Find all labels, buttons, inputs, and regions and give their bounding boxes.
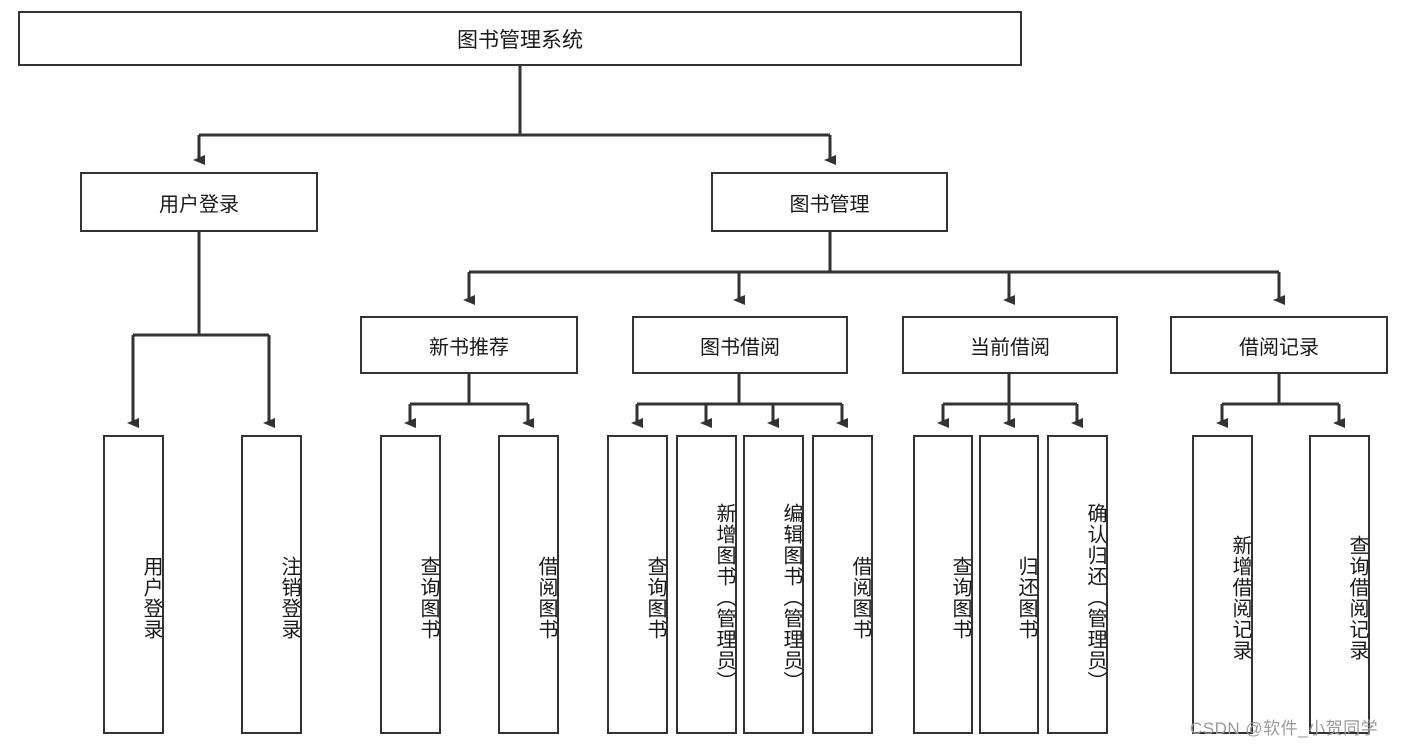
node-current-borrow[interactable]: 当前借阅 (902, 316, 1118, 374)
leaf-user-login-signin[interactable]: 用户登录 (103, 435, 164, 734)
node-book-management[interactable]: 图书管理 (711, 172, 948, 232)
node-label: 归还图书 (1015, 555, 1037, 640)
node-borrow-record[interactable]: 借阅记录 (1170, 316, 1388, 374)
node-label: 用户登录 (159, 193, 239, 216)
leaf-current-query-book[interactable]: 查询图书 (913, 435, 973, 734)
node-label: 查询图书 (417, 555, 439, 640)
node-label: 图书借阅 (700, 336, 780, 359)
node-user-login[interactable]: 用户登录 (80, 172, 318, 232)
leaf-record-query-record[interactable]: 查询借阅记录 (1309, 435, 1370, 734)
node-book-borrow[interactable]: 图书借阅 (632, 316, 848, 374)
node-label: 确认归还（管理员） (1084, 503, 1106, 692)
node-new-book-recommend[interactable]: 新书推荐 (360, 316, 578, 374)
node-label: 注销登录 (278, 555, 300, 640)
leaf-new-book-borrow[interactable]: 借阅图书 (498, 435, 559, 734)
leaf-borrow-add-book-admin[interactable]: 新增图书（管理员） (676, 435, 737, 734)
node-label: 用户登录 (140, 555, 162, 640)
leaf-borrow-borrow-book[interactable]: 借阅图书 (812, 435, 873, 734)
leaf-record-add-record[interactable]: 新增借阅记录 (1192, 435, 1253, 734)
node-label: 编辑图书（管理员） (780, 503, 802, 692)
node-label: 新增借阅记录 (1229, 534, 1251, 661)
leaf-new-book-query[interactable]: 查询图书 (380, 435, 441, 734)
node-label: 查询图书 (949, 555, 971, 640)
leaf-current-return-book[interactable]: 归还图书 (979, 435, 1039, 734)
node-label: 借阅图书 (849, 555, 871, 640)
leaf-user-login-signout[interactable]: 注销登录 (241, 435, 302, 734)
leaf-current-confirm-return-admin[interactable]: 确认归还（管理员） (1047, 435, 1108, 734)
node-label: 新增图书（管理员） (713, 503, 735, 692)
node-label: 借阅记录 (1239, 336, 1319, 359)
node-label: 查询借阅记录 (1346, 534, 1368, 661)
leaf-borrow-query-book[interactable]: 查询图书 (607, 435, 668, 734)
node-root-library-system[interactable]: 图书管理系统 (18, 11, 1022, 66)
leaf-borrow-edit-book-admin[interactable]: 编辑图书（管理员） (743, 435, 804, 734)
node-label: 当前借阅 (970, 336, 1050, 359)
node-label: 查询图书 (644, 555, 666, 640)
csdn-watermark: CSDN @软件_小贺同学 (1190, 719, 1379, 738)
node-label: 图书管理系统 (457, 28, 583, 52)
node-label: 借阅图书 (535, 555, 557, 640)
node-label: 新书推荐 (429, 336, 509, 359)
node-label: 图书管理 (789, 193, 870, 216)
